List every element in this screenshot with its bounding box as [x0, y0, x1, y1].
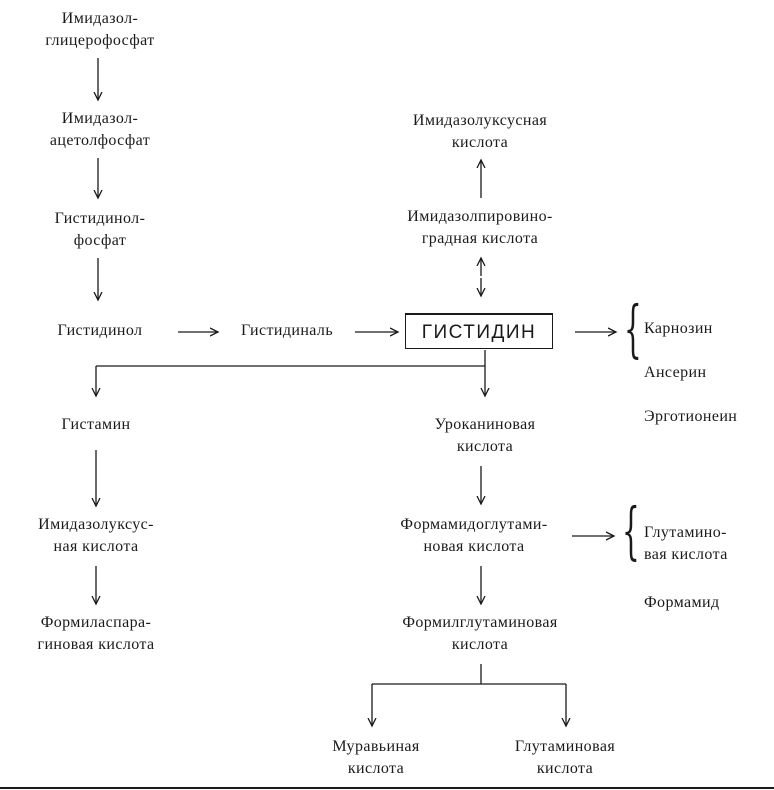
node-histamine: Гистамин: [61, 416, 131, 433]
node-histidinolphosphate: Гистидинол- фосфат: [54, 210, 146, 249]
group-glutamic: Глутамино- вая кислота Формамид: [644, 500, 772, 636]
group-carnosine: Карнозин Ансерин Эрготионеин: [644, 296, 772, 450]
item-anserine: Ансерин: [644, 364, 707, 381]
node-histidine: ГИСТИДИН: [405, 313, 553, 349]
item-formamide: Формамид: [644, 594, 720, 611]
node-formylglutamic-acid: Формилглутаминовая кислота: [402, 614, 558, 653]
node-formylaspartic-acid: Формиласпара- гиновая кислота: [37, 614, 155, 653]
node-imidazolacetic-acid-left: Имидазолуксус- ная кислота: [38, 516, 154, 555]
item-carnosine: Карнозин: [644, 320, 713, 337]
item-ergothioneine: Эрготионеин: [644, 408, 738, 425]
node-imidazolpyruvic-acid: Имидазолпировино- градная кислота: [407, 208, 553, 247]
bottom-rule: [0, 787, 774, 789]
node-histidinal: Гистидиналь: [240, 322, 334, 339]
node-glutamic-acid-bottom: Глутаминовая кислота: [514, 738, 616, 777]
brace-glutamic-group: {: [622, 494, 640, 567]
node-formic-acid: Муравьиная кислота: [332, 738, 420, 777]
node-formiminoglutamic-acid: Формамидоглутами- новая кислота: [400, 516, 548, 555]
item-glutamic-acid: Глутамино- вая кислота: [644, 524, 728, 563]
node-imidazolacetic-acid-top: Имидазолуксусная кислота: [412, 112, 548, 151]
node-histidinol: Гистидинол: [57, 322, 143, 339]
node-imidazolacetolphosphate: Имидазол- ацетолфосфат: [49, 110, 151, 149]
node-imidazolglycerophosphate: Имидазол- глицерофосфат: [45, 10, 155, 49]
node-urocanic-acid: Уроканиновая кислота: [434, 416, 536, 455]
brace-carnosine-group: {: [624, 292, 642, 365]
